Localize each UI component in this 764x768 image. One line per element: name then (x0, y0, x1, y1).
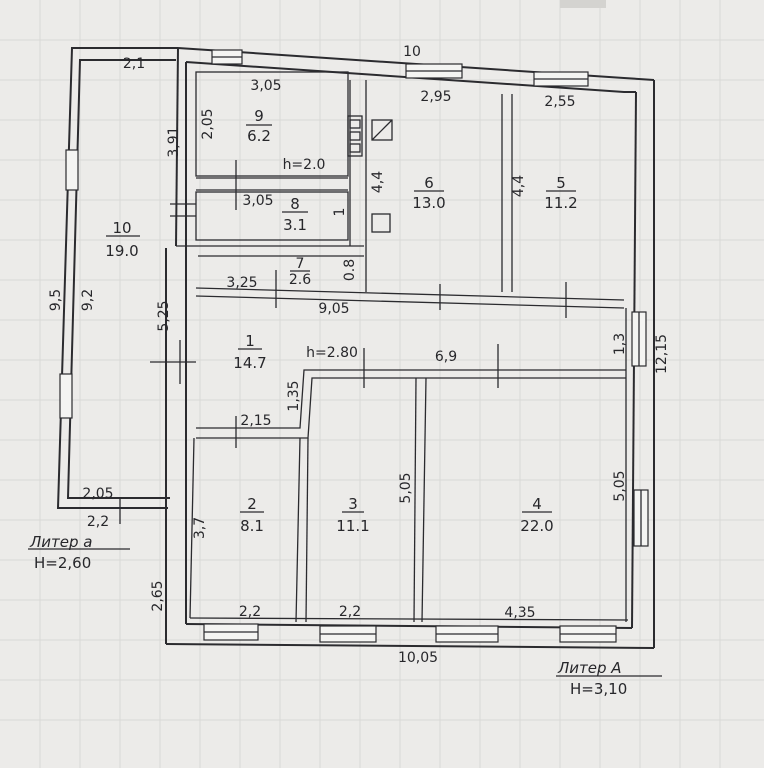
room-5-area: 11.2 (544, 194, 577, 212)
dim-room9-width: 3,05 (250, 78, 281, 94)
dim-annex-inner-height: 9,2 (80, 289, 96, 311)
dim-room3-height: 5,05 (398, 472, 414, 503)
room-10-number: 10 (112, 219, 131, 237)
door-marks (119, 160, 567, 524)
dim-12-15: 12,15 (654, 334, 670, 374)
room-8-number: 8 (290, 195, 300, 213)
dim-room4-height: 5,05 (612, 470, 628, 501)
dim-3-91: 3,91 (166, 126, 182, 157)
dim-annex-bottom-outer: 2,2 (87, 514, 109, 530)
room-6-number: 6 (424, 174, 434, 192)
room-10-area: 19.0 (105, 242, 138, 260)
dim-2-65: 2,65 (150, 580, 166, 611)
dim-room4-width: 4,35 (504, 605, 535, 621)
room-7-area: 2.6 (289, 272, 311, 288)
dim-room9-height: 2,05 (200, 108, 216, 139)
dim-room5-height: 4,4 (511, 175, 527, 197)
dim-annex-outer-height: 9,5 (48, 289, 64, 311)
dim-h-2-0: h=2.0 (283, 157, 326, 173)
room-9-area: 6.2 (247, 127, 271, 145)
dim-room7-height: 0.8 (342, 259, 358, 281)
room-6-area: 13.0 (412, 194, 445, 212)
dimension-labels: 10 2,1 3,05 2,95 2,55 2,05 3,91 4,4 4,4 … (48, 44, 670, 666)
room-1-number: 1 (245, 332, 255, 350)
paper-edge-scrap (560, 0, 606, 8)
dim-bottom-overall: 10,05 (398, 650, 438, 666)
dim-h-2-80: h=2.80 (306, 345, 358, 361)
dim-room8-width: 3,05 (242, 193, 273, 209)
window-annex-a (65, 149, 79, 191)
dim-room8-height: 1 (332, 208, 348, 217)
dim-room6-height: 4,4 (370, 171, 386, 193)
liter-A-height: Н=3,10 (570, 680, 627, 698)
dim-annex-top: 2,1 (123, 56, 145, 72)
dim-room2-width: 2,2 (239, 604, 261, 620)
room-5-number: 5 (556, 174, 566, 192)
chimney-icon (371, 119, 393, 141)
room-7-number: 7 (296, 256, 305, 272)
dim-5-25: 5,25 (156, 300, 172, 331)
liter-A-label: Литер А (557, 659, 622, 677)
room-3-number: 3 (348, 495, 358, 513)
room-4-number: 4 (532, 495, 542, 513)
dim-room3-width: 2,2 (339, 604, 361, 620)
windows (59, 49, 649, 643)
liter-a-height: Н=2,60 (34, 554, 91, 572)
room-2-number: 2 (247, 495, 257, 513)
dim-2-15: 2,15 (240, 413, 271, 429)
room-2-area: 8.1 (240, 517, 264, 535)
room-1-area: 14.7 (233, 354, 266, 372)
dim-room2-height: 3,7 (192, 517, 208, 539)
room-labels: 9 6.2 6 13.0 5 11.2 8 3.1 7 2.6 10 19.0 … (105, 107, 577, 535)
room-3-area: 11.1 (336, 517, 369, 535)
stove-symbols (347, 115, 393, 233)
boiler-icon (371, 213, 391, 233)
dim-1-35: 1,35 (286, 380, 302, 411)
stove-icon (347, 115, 363, 157)
dim-room6-width: 2,95 (420, 89, 451, 105)
dim-6-9: 6,9 (435, 349, 457, 365)
room-8-area: 3.1 (283, 216, 307, 234)
room-fraction-lines (106, 124, 576, 513)
dim-room5-width: 2,55 (544, 94, 575, 110)
room-4-area: 22.0 (520, 517, 553, 535)
dim-1-3: 1,3 (612, 333, 628, 355)
liter-notes: Литер а Н=2,60 Литер А Н=3,10 (29, 533, 627, 698)
dim-annex-bottom-inner: 2,05 (82, 486, 113, 502)
liter-a-label: Литер а (29, 533, 92, 551)
dim-room7-width: 3,25 (226, 275, 257, 291)
room-9-number: 9 (254, 107, 264, 125)
dim-top-overall: 10 (403, 44, 421, 60)
dim-9-05: 9,05 (318, 301, 349, 317)
window-annex-b (59, 373, 73, 419)
